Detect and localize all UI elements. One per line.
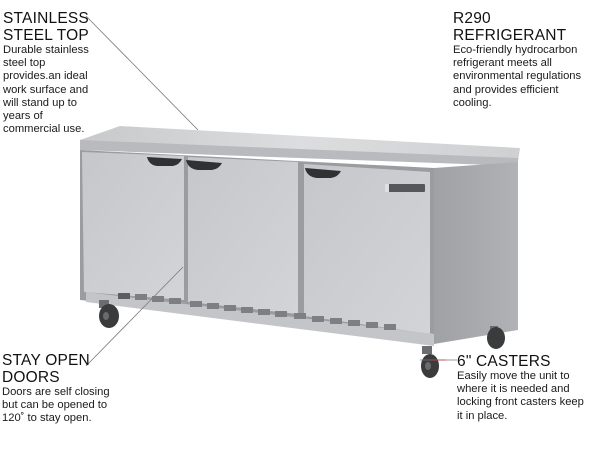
callout-title: R290 REFRIGERANT — [453, 10, 567, 44]
body-line: Doors are self closing — [2, 386, 110, 398]
body-line: 120˚ to stay open. — [2, 412, 92, 425]
door-middle — [188, 157, 298, 314]
leader-line-top — [85, 15, 199, 131]
body-line: but can be opened to — [2, 399, 108, 412]
body-line: Easily move the unit to — [457, 370, 570, 382]
body-line: where it is needed and — [457, 383, 570, 396]
body-line: steel top — [3, 57, 46, 70]
stainless-steel-top — [80, 126, 520, 166]
body-line: and provides efficient — [453, 83, 559, 96]
door-right — [304, 164, 430, 334]
callout-title: DOORS — [2, 369, 60, 386]
body-line: Eco-friendly hydrocarbon — [453, 44, 578, 56]
callout-casters: 6" CASTERS Easily move the unit to where… — [457, 353, 597, 423]
body-line: it in place. — [457, 409, 508, 422]
caster-rear-right — [487, 326, 505, 349]
body-line: locking front casters keep — [457, 396, 584, 409]
door-left — [82, 152, 184, 300]
callout-title: STAINLESS — [3, 10, 89, 27]
caster-front-left — [99, 300, 119, 328]
body-line: years of — [3, 110, 43, 123]
callout-title: 6" CASTERS — [457, 353, 551, 370]
body-line: environmental regulations — [453, 70, 582, 83]
body-line: cooling. — [453, 96, 492, 109]
body-line: work surface and — [3, 83, 89, 96]
callout-body: Doors are self closing but can be opened… — [2, 386, 132, 426]
callout-body: Easily move the unit to where it is need… — [457, 370, 597, 423]
callout-stainless-steel-top: STAINLESS STEEL TOP Durable stainless st… — [3, 10, 128, 136]
caster-front-right — [421, 346, 439, 378]
callout-title: STAY OPEN — [2, 352, 90, 369]
callout-stay-open-doors: STAY OPEN DOORS Doors are self closing b… — [2, 352, 132, 426]
callout-r290-refrigerant: R290 REFRIGERANT Eco-friendly hydrocarbo… — [453, 10, 600, 110]
callout-body: Eco-friendly hydrocarbon refrigerant mee… — [453, 44, 600, 110]
body-line: Durable stainless — [3, 44, 89, 56]
side-panel — [434, 162, 518, 344]
body-line: refrigerant meets all — [453, 57, 552, 70]
door-handle-icon — [305, 168, 341, 178]
callout-title: STEEL TOP — [3, 27, 89, 44]
body-line: commercial use. — [3, 123, 85, 136]
vented-kick-plate — [86, 292, 434, 346]
callout-body: Durable stainless steel top provides.an … — [3, 44, 128, 136]
door-handle-icon — [147, 157, 182, 166]
door-handle-icon — [186, 160, 222, 170]
body-line: provides.an ideal — [3, 70, 88, 83]
brand-badge-icon — [385, 184, 425, 192]
body-line: will stand up to — [3, 96, 78, 109]
leader-line-doors — [85, 266, 184, 367]
